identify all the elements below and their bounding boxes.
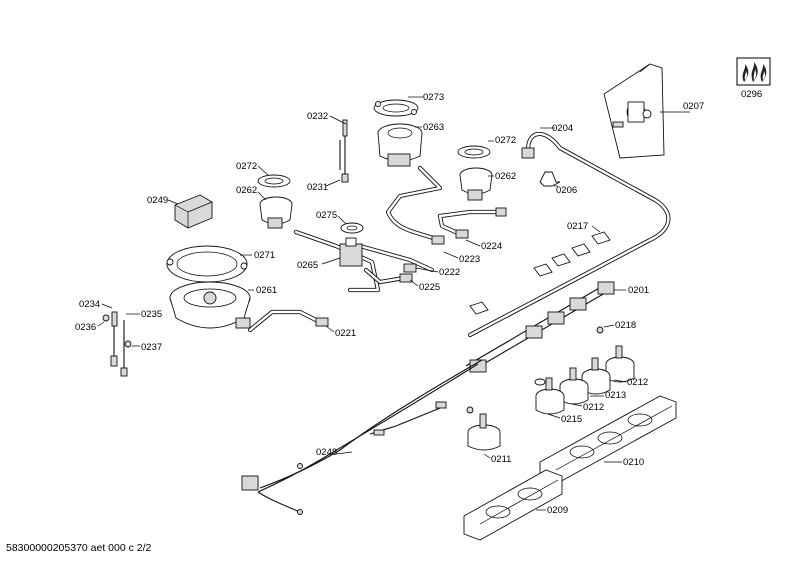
label-0272-right: 0272 bbox=[495, 135, 516, 146]
gasket-0275 bbox=[340, 222, 364, 234]
small-parts-0234-0237 bbox=[102, 311, 132, 377]
burner-cup-0263 bbox=[377, 123, 423, 167]
label-0263: 0263 bbox=[423, 122, 444, 133]
brackets-0217 bbox=[469, 231, 611, 315]
gasket-0271 bbox=[166, 245, 248, 283]
gas-valves-0212-0213-0215 bbox=[534, 345, 635, 415]
igniter-block-0249 bbox=[174, 194, 213, 229]
label-0262-right: 0262 bbox=[495, 171, 516, 182]
burner-housing-0261 bbox=[169, 281, 251, 329]
knob-bracket-0209 bbox=[463, 469, 563, 541]
label-0213: 0213 bbox=[605, 390, 626, 401]
label-0224: 0224 bbox=[481, 241, 502, 252]
label-0225: 0225 bbox=[419, 282, 440, 293]
document-id: 58300000205370 aet 000 c 2/2 bbox=[6, 542, 152, 554]
thermocouple-0232 bbox=[339, 119, 349, 183]
label-0215: 0215 bbox=[561, 414, 582, 425]
label-0222: 0222 bbox=[439, 267, 460, 278]
gas-line-tubes bbox=[247, 165, 507, 333]
parts-bag-0207 bbox=[603, 63, 665, 159]
label-0204: 0204 bbox=[552, 123, 573, 134]
label-0275: 0275 bbox=[316, 210, 337, 221]
label-0231: 0231 bbox=[307, 182, 328, 193]
label-0248: 0248 bbox=[316, 447, 337, 458]
label-0249: 0249 bbox=[147, 195, 168, 206]
label-0201: 0201 bbox=[628, 285, 649, 296]
screw-0218 bbox=[596, 326, 604, 334]
wiring-harness-0248 bbox=[241, 359, 483, 515]
label-0210: 0210 bbox=[623, 457, 644, 468]
gasket-0273 bbox=[373, 99, 419, 117]
clip-0206 bbox=[539, 171, 561, 187]
label-0212-left: 0212 bbox=[583, 402, 604, 413]
label-0237: 0237 bbox=[141, 342, 162, 353]
label-0212-right: 0212 bbox=[627, 377, 648, 388]
flame-symbol-icon bbox=[736, 57, 771, 86]
label-0211: 0211 bbox=[491, 454, 511, 465]
gas-valve-0211 bbox=[466, 406, 501, 451]
label-0271: 0271 bbox=[254, 250, 275, 261]
gasket-0272-right bbox=[457, 145, 491, 159]
label-0209: 0209 bbox=[547, 505, 568, 516]
ignition-rail-0201 bbox=[465, 281, 615, 373]
label-0273: 0273 bbox=[423, 92, 444, 103]
label-0261: 0261 bbox=[256, 285, 277, 296]
label-0232: 0232 bbox=[307, 111, 328, 122]
label-0221: 0221 bbox=[335, 328, 356, 339]
label-0234: 0234 bbox=[79, 299, 100, 310]
label-0262-left: 0262 bbox=[236, 185, 257, 196]
label-0272-left: 0272 bbox=[236, 161, 257, 172]
label-0265: 0265 bbox=[297, 260, 318, 271]
gasket-0272-left bbox=[257, 174, 291, 188]
label-0236: 0236 bbox=[75, 322, 96, 333]
label-0207: 0207 bbox=[683, 101, 704, 112]
label-0223: 0223 bbox=[459, 254, 480, 265]
label-0296: 0296 bbox=[741, 89, 762, 100]
burner-cup-0262-right bbox=[459, 167, 493, 201]
burner-0265 bbox=[339, 237, 363, 267]
label-0206: 0206 bbox=[556, 185, 577, 196]
gas-pipe-0204 bbox=[467, 131, 671, 338]
label-0235: 0235 bbox=[141, 309, 162, 320]
burner-cup-0262-left bbox=[259, 196, 293, 229]
label-0218: 0218 bbox=[615, 320, 636, 331]
label-0217: 0217 bbox=[567, 221, 588, 232]
